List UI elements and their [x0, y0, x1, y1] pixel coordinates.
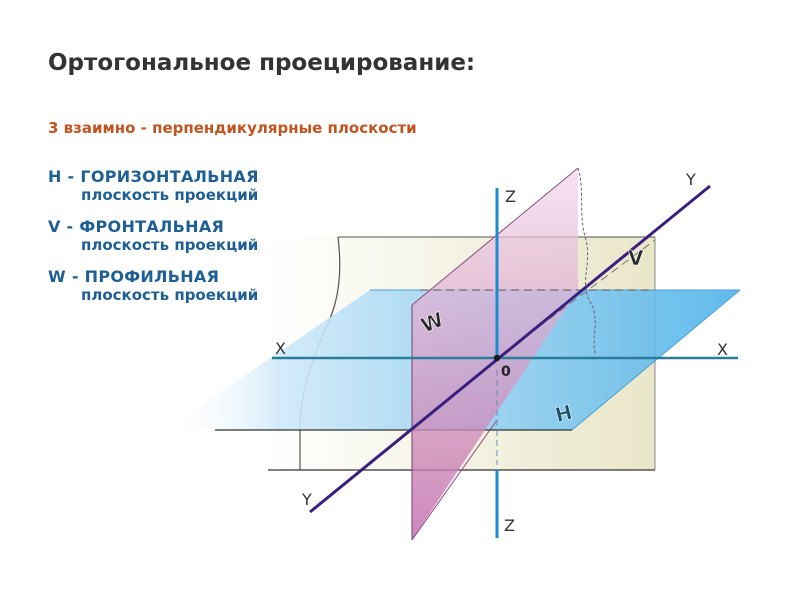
legend-w-sub: плоскость проекций — [81, 286, 259, 304]
subtitle: 3 взаимно - перпендикулярные плоскости — [48, 119, 417, 137]
legend-v-head: V - ФРОНТАЛЬНАЯ — [48, 217, 225, 236]
w-plane-bottom-edge — [411, 419, 498, 541]
v-plane-label: V — [628, 246, 644, 270]
z-axis-top-label: Z — [505, 187, 516, 206]
x-axis-left-label: X — [275, 339, 286, 358]
w-plane-top-edge — [411, 167, 579, 306]
legend-h-head: H - ГОРИЗОНТАЛЬНАЯ — [48, 167, 259, 186]
legend-item-v: V - ФРОНТАЛЬНАЯ плоскость проекций — [48, 217, 258, 255]
legend-h-sub: плоскость проекций — [81, 186, 259, 204]
legend-w-head: W - ПРОФИЛЬНАЯ — [48, 267, 220, 286]
w-plane — [411, 167, 597, 541]
y-axis-top-label: Y — [685, 170, 696, 189]
w-plane-fill — [412, 168, 578, 540]
h-plane-label: H — [553, 400, 575, 427]
z-axis-bottom-label: Z — [504, 516, 515, 535]
h-plane-right-edge — [571, 289, 741, 431]
legend-item-h: H - ГОРИЗОНТАЛЬНАЯ плоскость проекций — [48, 167, 259, 205]
legend-item-w: W - ПРОФИЛЬНАЯ плоскость проекций — [48, 267, 258, 305]
y-axis-bottom-label: Y — [301, 490, 312, 509]
origin-point — [493, 354, 501, 362]
legend-v-sub: плоскость проекций — [81, 236, 259, 254]
x-axis-right-label: X — [717, 340, 728, 359]
y-axis — [309, 184, 711, 514]
page-title: Ортогональное проецирование: — [48, 50, 476, 76]
origin-label: 0 — [501, 364, 511, 380]
